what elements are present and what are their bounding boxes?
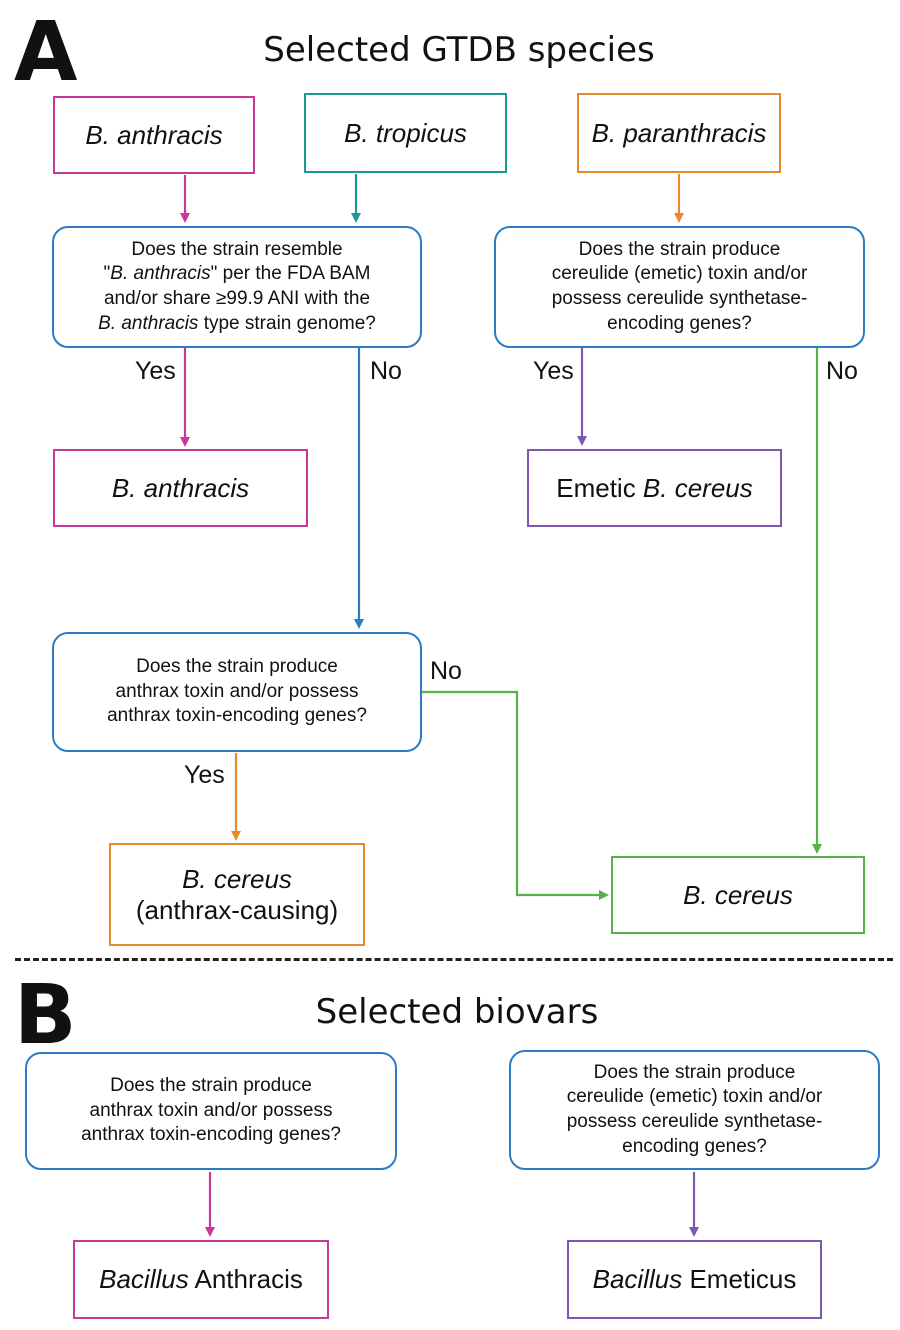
biovar-question-cereulide: Does the strain produce cereulide (emeti…	[509, 1050, 880, 1170]
qb-left-line1: Does the strain produce	[110, 1074, 312, 1096]
q3-line3: anthrax toxin-encoding genes?	[107, 705, 367, 727]
result-box-anthracis: B. anthracis	[53, 449, 308, 527]
q1-line2-rest: per the FDA BAM	[217, 263, 371, 285]
qb-left-line2: anthrax toxin and/or possess	[89, 1099, 333, 1121]
biovar-question-anthrax: Does the strain produce anthrax toxin an…	[25, 1052, 397, 1170]
question-box-anthrax-toxin: Does the strain produce anthrax toxin an…	[52, 632, 422, 752]
species-paranthracis-label: B. paranthracis	[591, 117, 767, 148]
q2-line3: possess cereulide synthetase-	[551, 288, 808, 309]
biovar-emeticus-name: Emeticus	[682, 1264, 797, 1294]
species-box-anthracis: B. anthracis	[53, 96, 255, 174]
arrow-q3-no	[421, 690, 609, 900]
q1-species: B. anthracis	[110, 263, 211, 285]
result-box-cereus-anthrax-causing: B. cereus (anthrax-causing)	[109, 843, 365, 946]
q2-line1: Does the strain produce	[578, 238, 781, 260]
result-box-cereus: B. cereus	[611, 856, 865, 934]
question-box-cereulide: Does the strain produce cereulide (emeti…	[494, 226, 865, 348]
qb-left-line3: anthrax toxin-encoding genes?	[81, 1124, 341, 1146]
q1-line3: and/or share ≥99.9 ANI with the	[103, 288, 371, 309]
q3-line2: anthrax toxin and/or possess	[115, 680, 359, 702]
label-yes-q2: Yes	[533, 357, 574, 385]
q2-line4: encoding genes?	[607, 312, 752, 334]
species-tropicus-label: B. tropicus	[344, 117, 467, 148]
biovar-result-emeticus: Bacillus Emeticus	[567, 1240, 822, 1319]
result-box-emetic-cereus: Emetic B. cereus	[527, 449, 782, 527]
question-box-resemble-anthracis: Does the strain resemble "B. anthracis" …	[52, 226, 422, 348]
panel-letter-a: A	[14, 5, 78, 100]
result-cereus-anthrax-sub: (anthrax-causing)	[135, 894, 339, 925]
label-yes-q3: Yes	[184, 761, 225, 789]
q2-line2: cereulide (emetic) toxin and/or	[551, 263, 808, 285]
panel-divider	[15, 958, 893, 961]
qb-right-line4: encoding genes?	[622, 1135, 767, 1157]
species-box-paranthracis: B. paranthracis	[577, 93, 781, 173]
q3-line1: Does the strain produce	[136, 655, 338, 677]
label-no-q1: No	[370, 357, 402, 385]
panel-a-title: Selected GTDB species	[263, 30, 655, 70]
qb-right-line3: possess cereulide synthetase-	[566, 1111, 823, 1132]
species-anthracis-label: B. anthracis	[85, 119, 223, 150]
q1-quote-close: "	[210, 263, 218, 285]
qb-right-line2: cereulide (emetic) toxin and/or	[566, 1086, 823, 1108]
result-anthracis-label: B. anthracis	[111, 472, 250, 503]
result-cereus-anthrax-species: B. cereus	[182, 863, 292, 894]
q1-species-2: B. anthracis	[98, 312, 199, 334]
result-cereus-label: B. cereus	[683, 879, 793, 910]
biovar-emeticus-genus: Bacillus	[592, 1264, 683, 1294]
qb-right-line1: Does the strain produce	[593, 1061, 796, 1083]
biovar-result-anthracis: Bacillus Anthracis	[73, 1240, 329, 1319]
label-no-q3: No	[430, 657, 462, 685]
q1-line2: "B. anthracis" per the FDA BAM	[98, 262, 376, 287]
species-box-tropicus: B. tropicus	[304, 93, 507, 173]
result-emetic-species: B. cereus	[642, 472, 753, 503]
label-no-q2: No	[826, 357, 858, 385]
q1-line1: Does the strain resemble	[131, 238, 343, 260]
panel-b-title: Selected biovars	[315, 992, 599, 1032]
q1-quote-open: "	[103, 263, 111, 285]
label-yes-q1: Yes	[135, 357, 176, 385]
biovar-anthracis-name: Anthracis	[188, 1264, 303, 1294]
q1-line4-rest: type strain genome?	[198, 312, 376, 334]
biovar-anthracis-genus: Bacillus	[99, 1264, 189, 1294]
panel-letter-b: B	[14, 968, 77, 1063]
q1-line4: B. anthracis type strain genome?	[98, 312, 376, 337]
result-emetic-prefix: Emetic	[556, 472, 643, 503]
